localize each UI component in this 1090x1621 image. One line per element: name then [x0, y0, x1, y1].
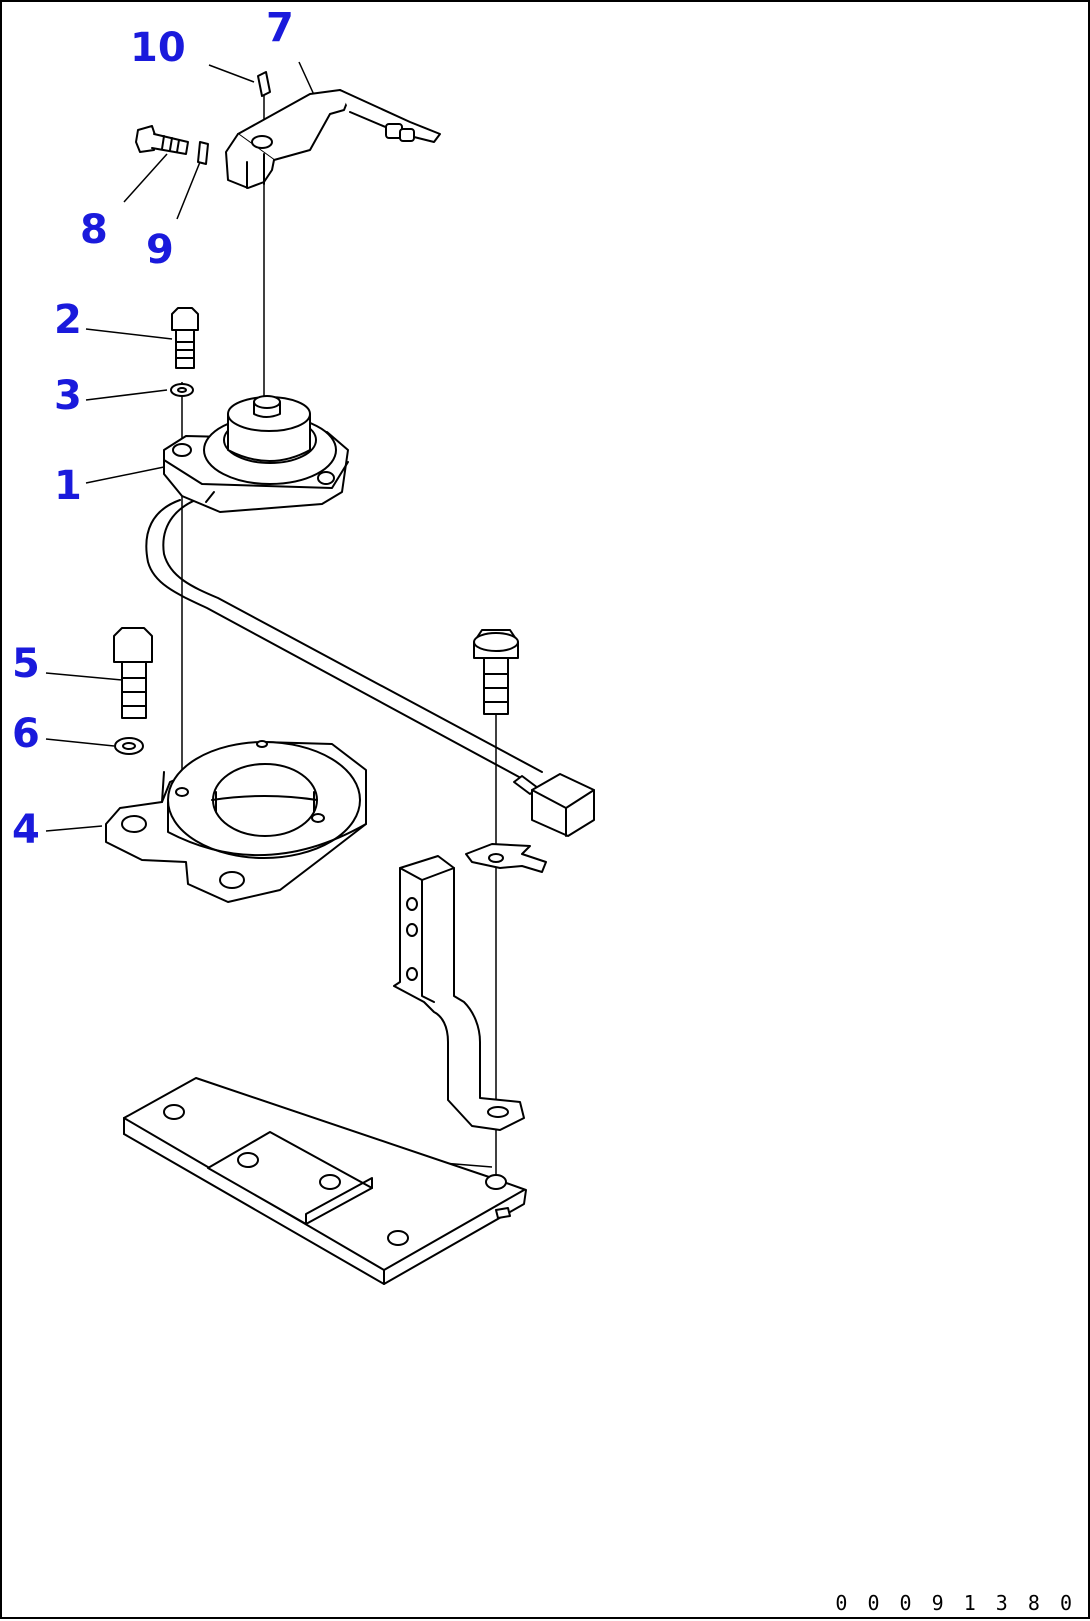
- bolt-right: [473, 629, 519, 715]
- pin-10: [257, 71, 271, 97]
- base-plate: [123, 1077, 527, 1285]
- callout-4: 4: [12, 807, 40, 853]
- washer-3: [170, 383, 194, 397]
- callout-8: 8: [80, 207, 108, 253]
- bolt-8: [135, 125, 189, 155]
- callout-5: 5: [12, 641, 40, 687]
- washer-9: [197, 141, 209, 165]
- cable-clamp: [465, 843, 547, 873]
- leader-lines: [45, 61, 316, 832]
- callout-6: 6: [12, 711, 40, 757]
- support-bracket: [393, 855, 525, 1131]
- drawing-number: 0 0 0 9 1 3 8 0: [835, 1591, 1076, 1615]
- lock-washer-6: [114, 737, 144, 755]
- sensor-1: [145, 395, 595, 837]
- callout-7: 7: [266, 5, 294, 51]
- callout-2: 2: [54, 297, 82, 343]
- callout-10: 10: [130, 25, 186, 71]
- callout-9: 9: [146, 227, 174, 273]
- callout-3: 3: [54, 373, 82, 419]
- lever-bracket-7: [225, 89, 441, 189]
- mounting-flange-4: [105, 740, 367, 903]
- callout-1: 1: [54, 463, 82, 509]
- bolt-2: [171, 307, 199, 369]
- bolt-5: [113, 627, 153, 719]
